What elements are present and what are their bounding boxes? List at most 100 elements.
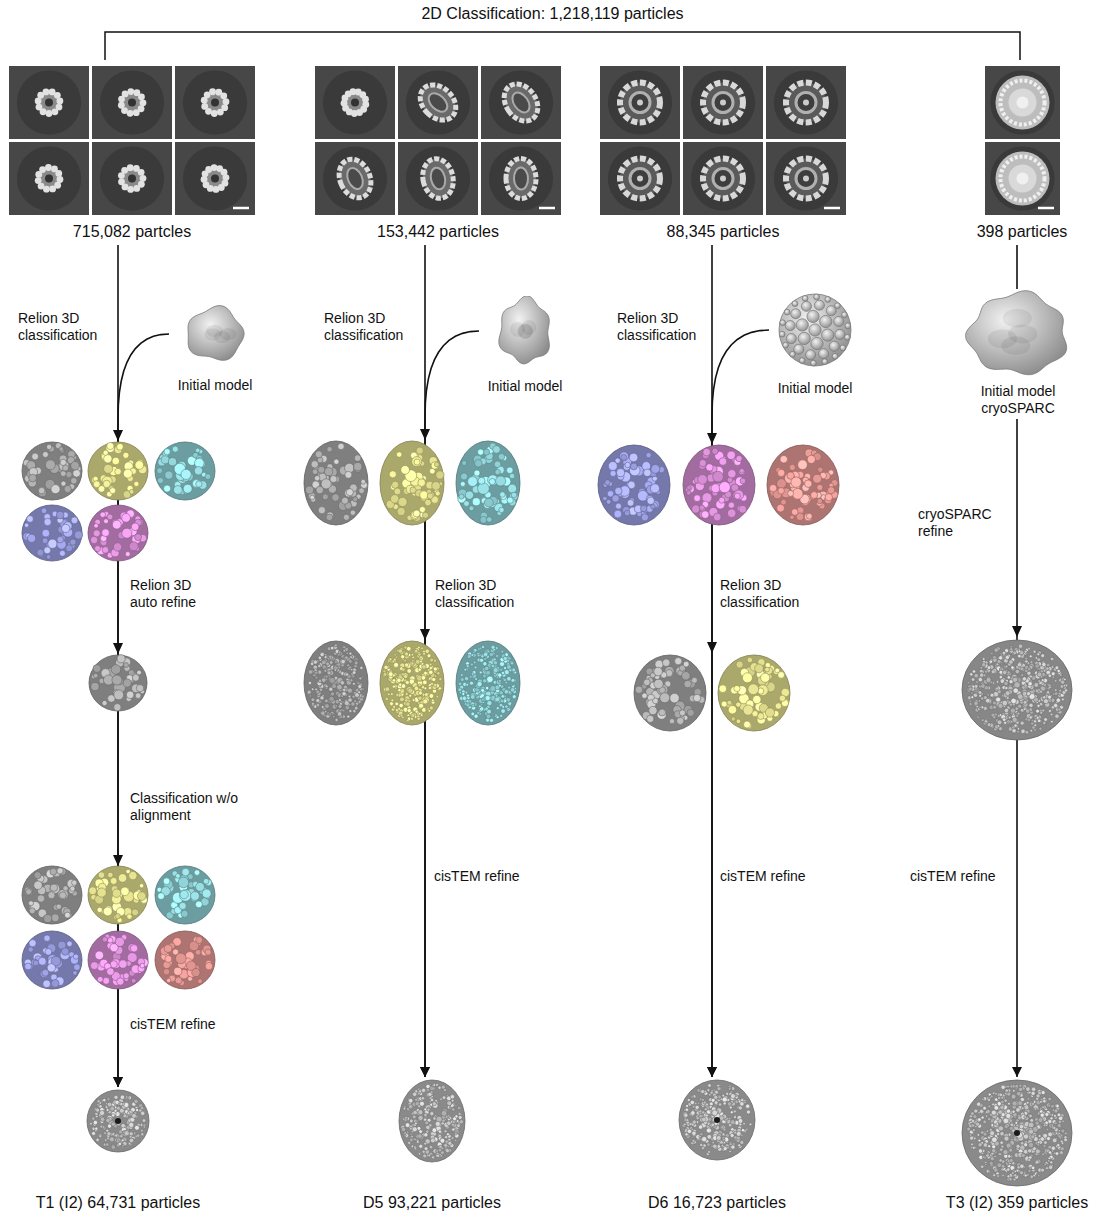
- map-envelope: [155, 931, 215, 989]
- map-density: [62, 465, 68, 471]
- map-density: [50, 884, 57, 891]
- map-density: [500, 699, 504, 703]
- map-density: [321, 678, 326, 683]
- map-density: [353, 497, 358, 502]
- map-density: [827, 487, 834, 494]
- map-density: [164, 485, 171, 492]
- map-density: [734, 490, 744, 500]
- map-density: [683, 661, 689, 667]
- map-density: [320, 696, 324, 700]
- map-density: [192, 968, 200, 976]
- map-density: [466, 694, 469, 697]
- map-density: [427, 654, 431, 658]
- map-density: [698, 475, 708, 485]
- map-density: [496, 679, 502, 685]
- map-density: [95, 951, 104, 960]
- map-density: [462, 692, 465, 695]
- map-density: [646, 453, 651, 458]
- map-density: [418, 691, 422, 695]
- map-density: [460, 473, 467, 480]
- map-density: [51, 980, 59, 988]
- map-density: [411, 718, 414, 721]
- map-density: [407, 709, 411, 713]
- map-envelope: [380, 441, 444, 525]
- map-density: [330, 692, 334, 696]
- map-density: [349, 666, 352, 669]
- map-density: [179, 902, 186, 909]
- map-density: [670, 693, 680, 703]
- map-density: [495, 697, 500, 702]
- map-density: [358, 700, 361, 703]
- map-density: [325, 468, 333, 476]
- map-density: [181, 910, 188, 917]
- map-density: [459, 494, 464, 499]
- map-density: [100, 512, 106, 518]
- map-density: [465, 491, 473, 499]
- map-density: [1051, 657, 1055, 661]
- map-density: [458, 682, 462, 686]
- map-density: [647, 497, 654, 504]
- map-density: [1018, 644, 1022, 648]
- map-density: [605, 480, 611, 486]
- map-density: [464, 668, 467, 671]
- map-density: [318, 664, 321, 667]
- map-density: [486, 670, 491, 675]
- map-density: [103, 907, 112, 916]
- map-density: [429, 678, 432, 681]
- map-envelope: [718, 655, 790, 731]
- map-density: [438, 687, 441, 690]
- map-density: [387, 693, 390, 696]
- map-density: [478, 483, 490, 495]
- map-density: [93, 530, 100, 537]
- map-density: [311, 698, 315, 702]
- map-density: [1039, 727, 1042, 730]
- map-density: [755, 664, 764, 673]
- map-density: [354, 455, 361, 462]
- map-density: [464, 676, 468, 680]
- map-density: [343, 650, 346, 653]
- map-density: [134, 481, 139, 486]
- map-density: [308, 670, 312, 674]
- map-density: [684, 680, 692, 688]
- map-density: [419, 507, 425, 513]
- map-density: [131, 978, 136, 983]
- map-density: [343, 646, 345, 648]
- map-density: [433, 667, 437, 671]
- map-density: [510, 688, 515, 693]
- map-density: [424, 693, 428, 697]
- map-density: [123, 469, 132, 478]
- map-envelope: [155, 442, 215, 500]
- map-density: [1010, 666, 1015, 671]
- map-density: [692, 677, 698, 683]
- map-density: [320, 652, 324, 656]
- map-envelope: [22, 931, 82, 989]
- map-density: [414, 459, 420, 465]
- density-map: [22, 931, 82, 989]
- map-density: [350, 510, 355, 515]
- map-density: [400, 714, 403, 717]
- map-density: [90, 536, 97, 543]
- map-density: [205, 474, 211, 480]
- map-density: [130, 945, 137, 952]
- map-density: [73, 469, 81, 477]
- map-density: [421, 647, 423, 649]
- map-density: [703, 448, 711, 456]
- map-density: [112, 520, 121, 529]
- map-density: [407, 714, 410, 717]
- map-density: [117, 443, 124, 450]
- map-density: [61, 948, 68, 955]
- map-density: [338, 443, 344, 449]
- map-density: [410, 661, 415, 666]
- map-density: [621, 455, 627, 461]
- map-density: [44, 914, 52, 922]
- map-density: [347, 688, 352, 693]
- density-map: [22, 505, 83, 561]
- map-envelope: [88, 931, 148, 989]
- map-density: [34, 881, 43, 890]
- map-density: [37, 549, 44, 556]
- map-density: [360, 666, 363, 669]
- map-density: [135, 534, 142, 541]
- map-density: [61, 481, 66, 486]
- map-density: [615, 503, 621, 509]
- map-density: [969, 672, 973, 676]
